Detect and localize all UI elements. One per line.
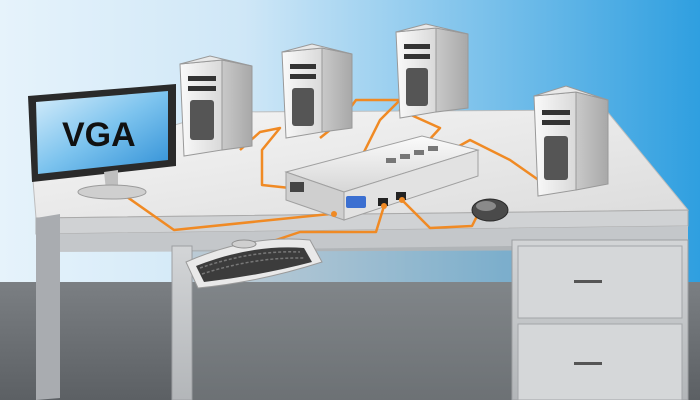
monitor-screen [36, 91, 168, 174]
kvm-usb-port-1 [378, 198, 388, 206]
kvm-usb-connector-2 [399, 197, 405, 203]
kvm-button-2 [400, 154, 410, 159]
pc-tower-2 [281, 43, 353, 139]
kvm-button-3 [414, 150, 424, 155]
pc-tower-1 [179, 55, 253, 157]
cable-monitor [119, 190, 331, 232]
desk-left-panel [36, 214, 60, 400]
kvm-side-vga-port [290, 182, 304, 192]
drawer-top-handle [574, 280, 602, 283]
keyboard [185, 238, 323, 289]
mouse [471, 198, 509, 222]
kvm-button-1 [386, 158, 396, 163]
cable-pc-4 [451, 138, 551, 190]
desk-knee-space [192, 246, 512, 400]
kvm-button-4 [428, 146, 438, 151]
desk-left-leg [171, 245, 193, 400]
pc-tower-3 [395, 23, 469, 119]
kvm-usb-connector [381, 203, 387, 209]
monitor-screen-label: VGA [62, 116, 136, 154]
kvm-vga-connector [331, 211, 337, 217]
kvm-switch [284, 135, 480, 221]
monitor-base [77, 184, 147, 200]
cable-mouse [401, 199, 480, 230]
drawer-bottom-handle [574, 362, 602, 365]
pc-tower-4 [533, 85, 609, 197]
kvm-usb-port-2 [396, 192, 406, 200]
kvm-vga-port [346, 196, 366, 208]
cable-pc-1 [239, 126, 291, 190]
vga-monitor: VGA [28, 84, 176, 200]
